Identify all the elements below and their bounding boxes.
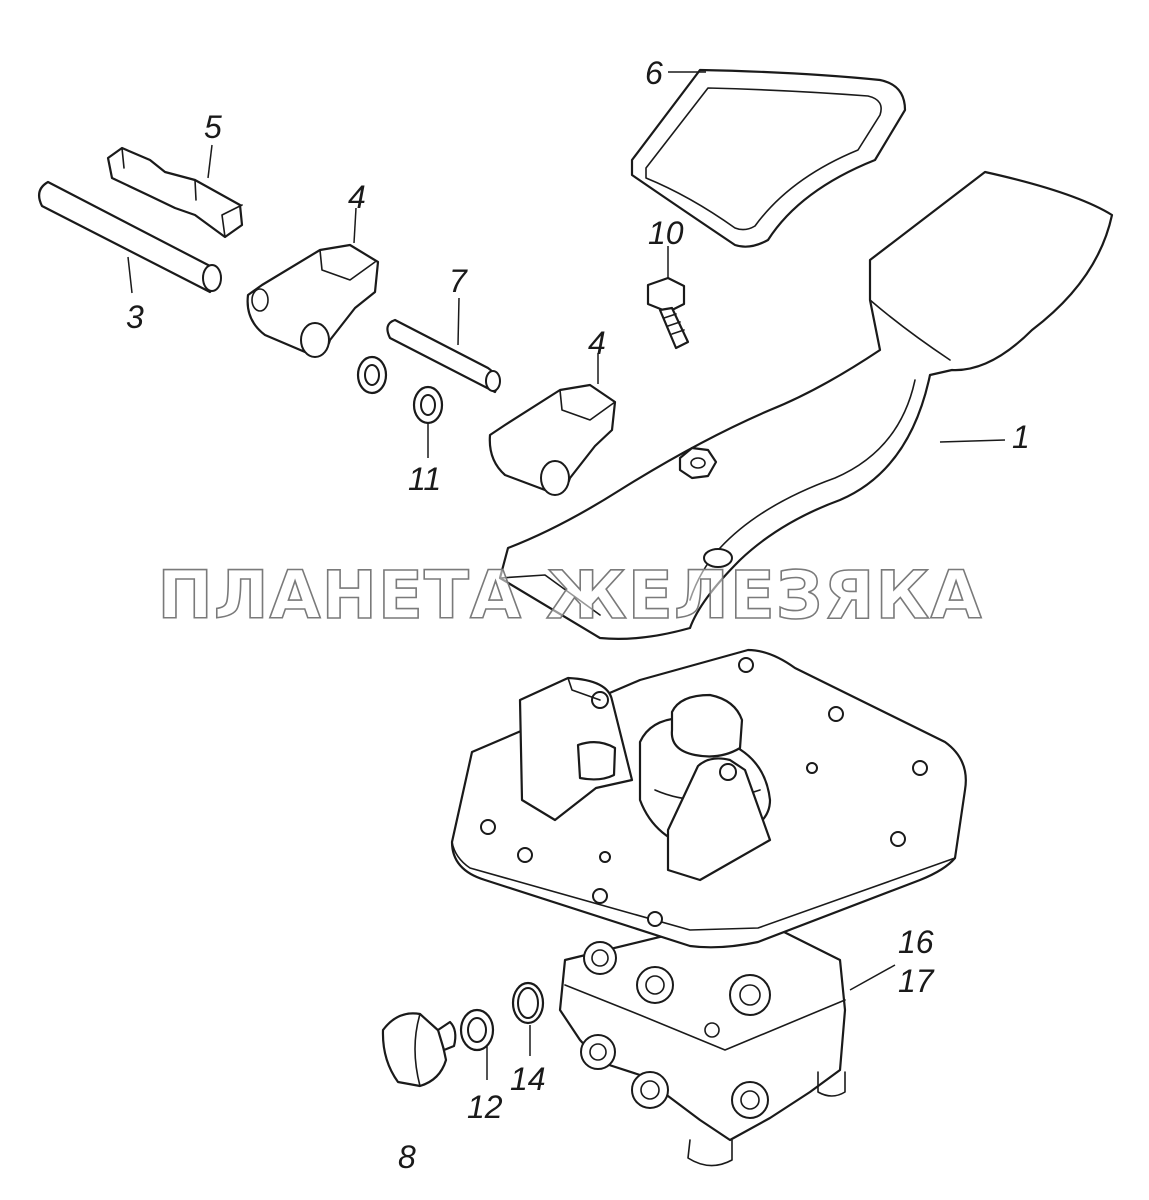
part-6-pedal-pad [630, 68, 907, 248]
part-11-washers [356, 355, 444, 425]
part-12-washer [459, 1008, 495, 1052]
callout-1: 1 [1012, 419, 1030, 455]
callout-8: 8 [398, 1139, 416, 1175]
part-5-clip [106, 146, 244, 239]
part-7-axle [386, 318, 501, 394]
part-4-fork-upper [246, 243, 380, 358]
callout-17: 17 [898, 963, 935, 999]
part-3-pin [37, 180, 222, 294]
callout-7: 7 [449, 263, 468, 299]
callout-labels: 6 5 4 10 7 3 4 1 11 16 17 14 12 8 [126, 55, 1030, 1175]
callout-14: 14 [510, 1061, 546, 1097]
leader-lines [127, 71, 1006, 1080]
brake-valve-assembly [558, 913, 847, 1167]
callout-4-lower: 4 [588, 325, 606, 361]
callout-16: 16 [898, 924, 934, 960]
callout-12: 12 [467, 1089, 503, 1125]
part-8-plug [381, 1012, 457, 1088]
part-14-o-ring [511, 981, 545, 1025]
callout-4-upper: 4 [348, 179, 366, 215]
part-1-pedal-lever [498, 170, 1114, 640]
callout-5: 5 [204, 109, 222, 145]
watermark-text: ПЛАНЕТА ЖЕЛЕЗЯКА [157, 557, 982, 634]
callout-10: 10 [648, 215, 684, 251]
callout-3: 3 [126, 299, 144, 335]
callout-11: 11 [408, 461, 441, 497]
part-4-fork-lower [488, 383, 617, 496]
callout-6: 6 [645, 55, 663, 91]
valve-mounting-plate [450, 648, 967, 949]
part-10-bolt [646, 276, 690, 350]
